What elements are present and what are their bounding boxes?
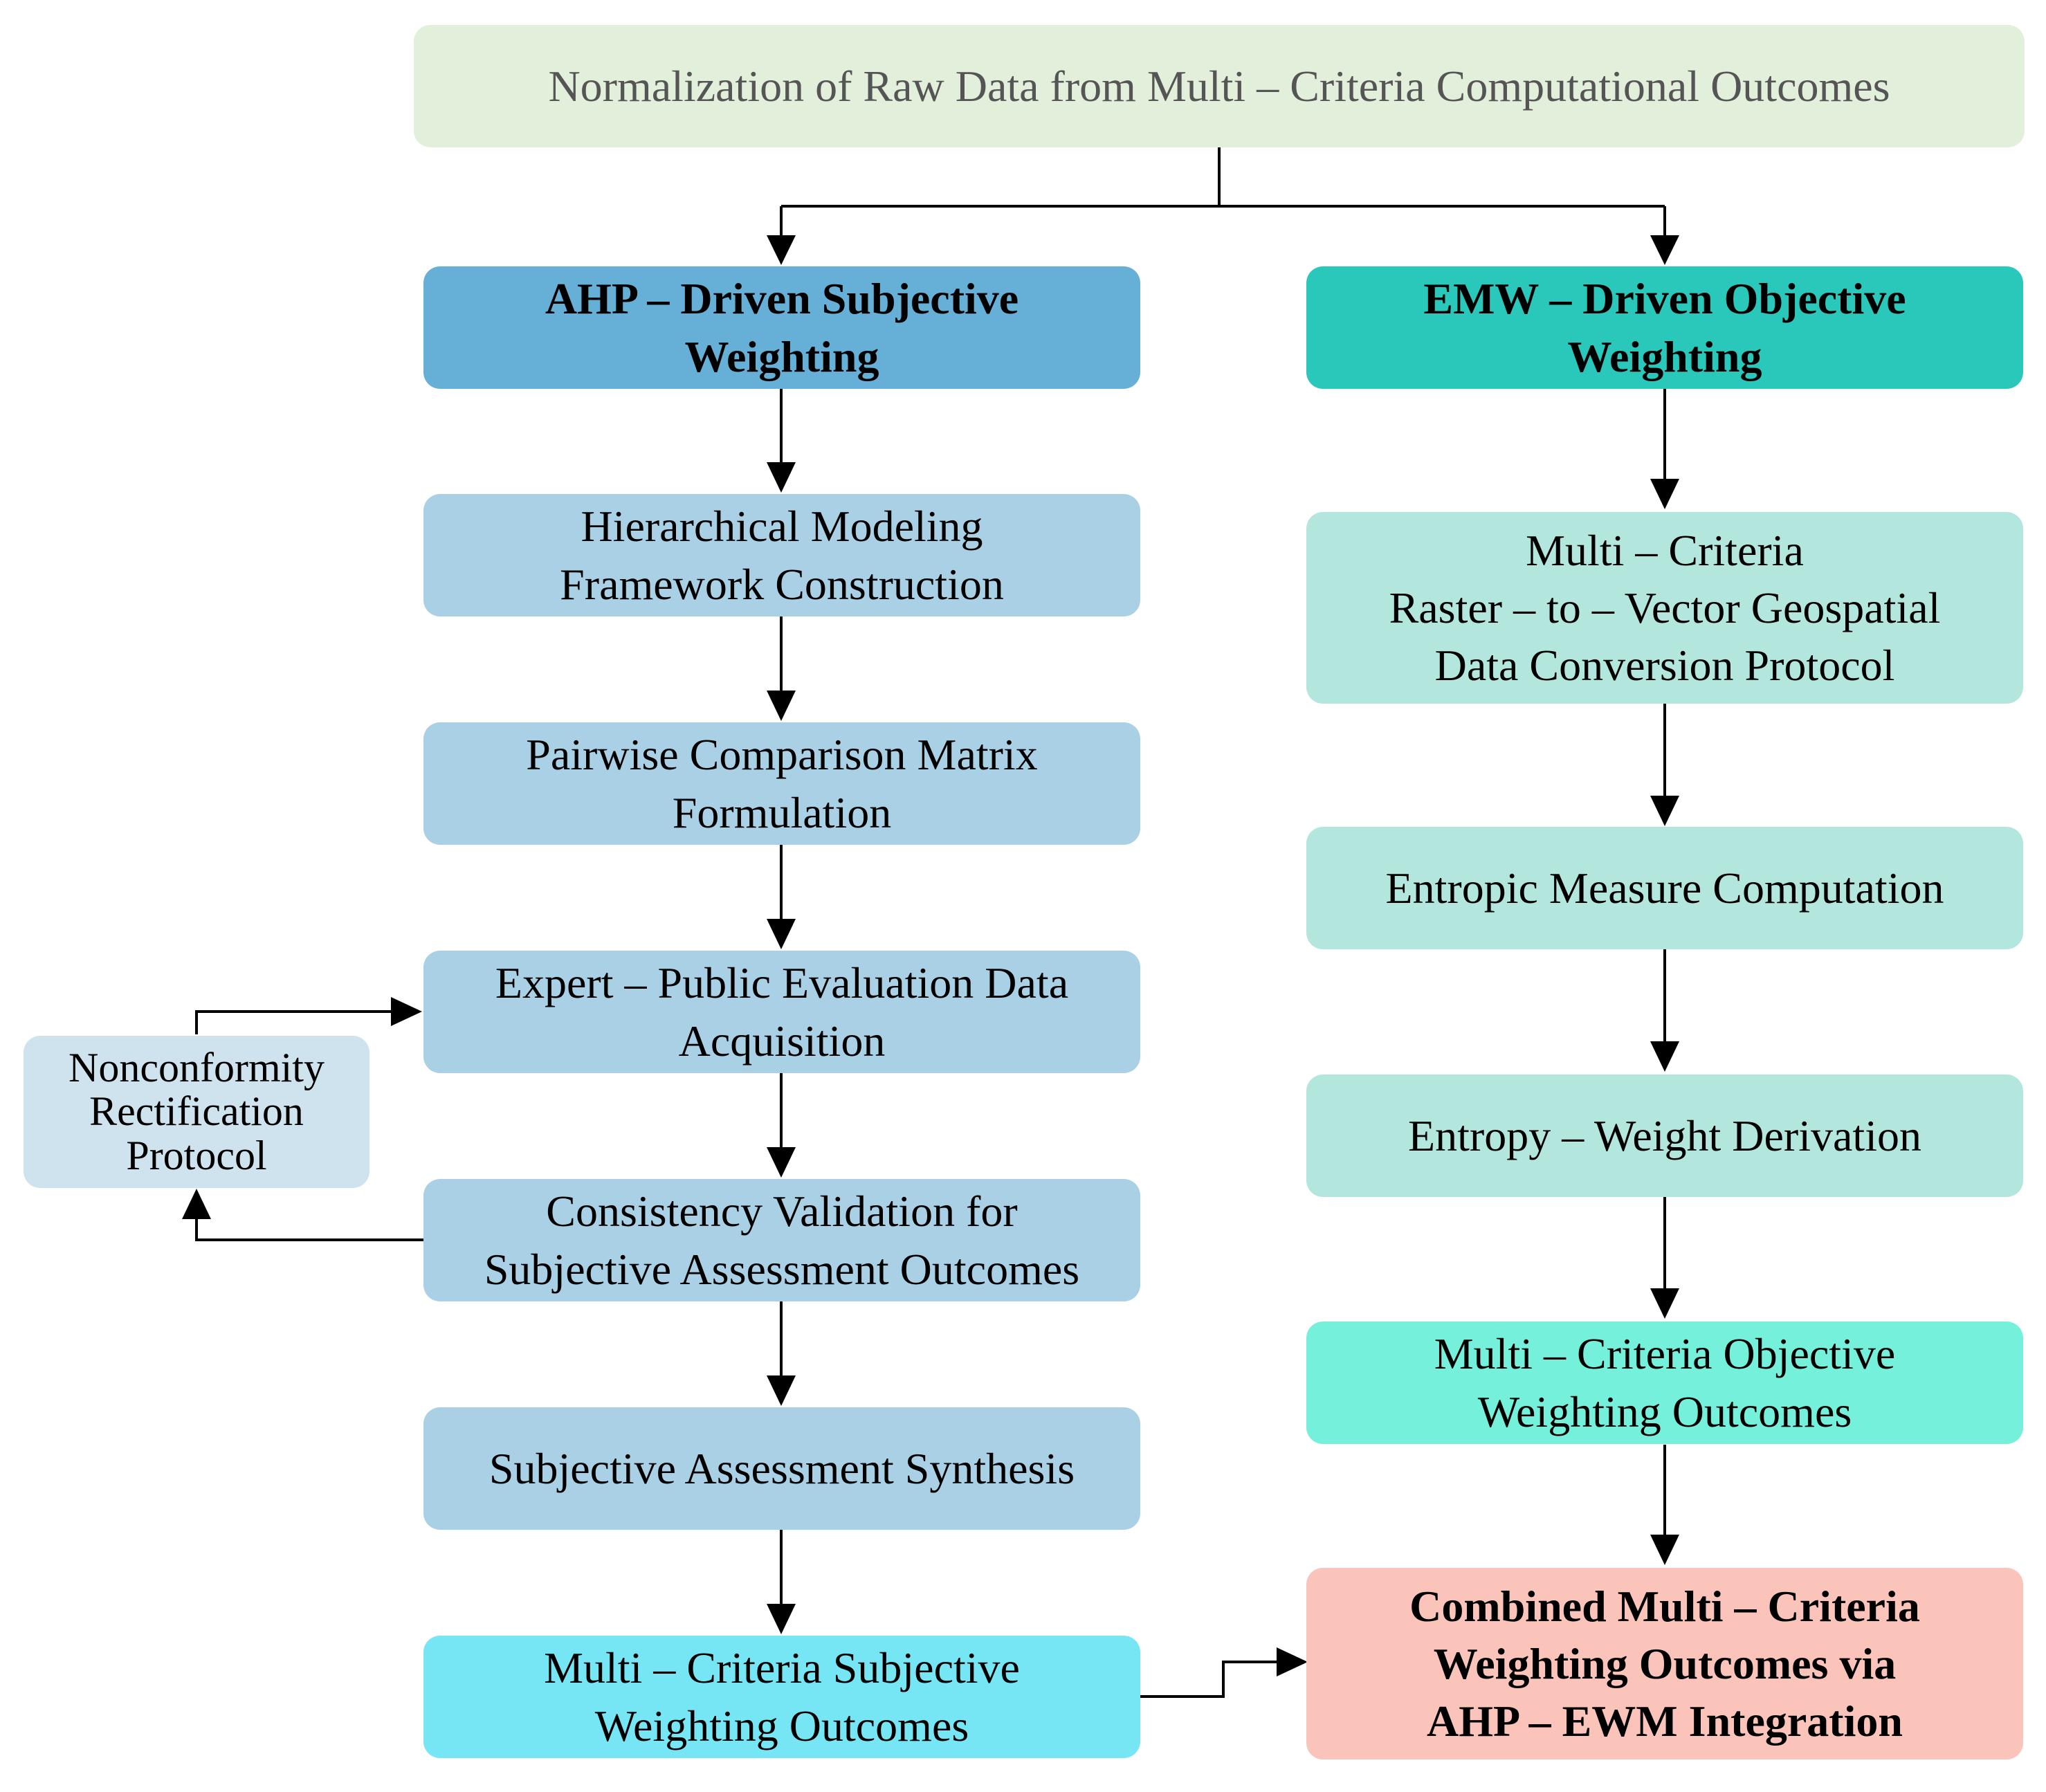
ahp-step-label: Subjective Assessment Synthesis [488,1443,1075,1493]
edge-ahp-result-to-combined [1140,1661,1287,1698]
ahp-step-consistency-validation: Consistency Validation for Subjective As… [423,1179,1140,1301]
ahp-step-hierarchical-modeling: Hierarchical Modeling Framework Construc… [423,494,1140,616]
normalization-label: Normalization of Raw Data from Multi – C… [548,61,1890,111]
arrowhead-to-nonconformity [182,1189,211,1219]
edge-nonconformity-to-expert [195,1010,401,1034]
arrowhead-ahp-3 [767,919,796,949]
arrowhead-emw-2 [1650,796,1679,826]
arrowhead-ahp-5 [767,1375,796,1406]
ahp-step-expert-public-evaluation: Expert – Public Evaluation Data Acquisit… [423,951,1140,1073]
arrowhead-top-to-ahp [767,235,796,265]
ahp-step-label: Pairwise Comparison Matrix Formulation [526,730,1038,837]
ahp-step-subjective-synthesis: Subjective Assessment Synthesis [423,1407,1140,1530]
emw-step-entropy-weight: Entropy – Weight Derivation [1306,1075,2023,1197]
emw-step-label: Entropy – Weight Derivation [1408,1110,1921,1160]
ahp-step-label: Consistency Validation for Subjective As… [484,1187,1080,1294]
nonconformity-box: Nonconformity Rectification Protocol [24,1036,369,1188]
ahp-result-box: Multi – Criteria Subjective Weighting Ou… [423,1636,1140,1758]
ahp-step-pairwise-comparison: Pairwise Comparison Matrix Formulation [423,722,1140,845]
ahp-result-label: Multi – Criteria Subjective Weighting Ou… [544,1643,1020,1750]
combined-result-box: Combined Multi – Criteria Weighting Outc… [1306,1568,2023,1759]
arrowhead-ahp-4 [767,1147,796,1178]
emw-step-label: Entropic Measure Computation [1385,863,1944,913]
normalization-box: Normalization of Raw Data from Multi – C… [414,25,2025,147]
combined-result-label: Combined Multi – Criteria Weighting Outc… [1409,1581,1920,1746]
emw-result-label: Multi – Criteria Objective Weighting Out… [1434,1329,1896,1436]
arrowhead-emw-4 [1650,1288,1679,1319]
emw-header-label: EMW – Driven Objective Weighting [1423,274,1906,381]
ahp-header-label: AHP – Driven Subjective Weighting [545,274,1019,381]
ahp-step-label: Hierarchical Modeling Framework Construc… [560,502,1004,609]
emw-step-entropic-measure: Entropic Measure Computation [1306,827,2023,949]
nonconformity-label: Nonconformity Rectification Protocol [68,1044,325,1178]
emw-step-label: Multi – Criteria Raster – to – Vector Ge… [1389,525,1941,691]
ahp-header-box: AHP – Driven Subjective Weighting [423,266,1140,389]
arrowhead-ahp-1 [767,462,796,493]
emw-step-raster-to-vector: Multi – Criteria Raster – to – Vector Ge… [1306,512,2023,704]
arrowhead-ahp-2 [767,691,796,721]
arrowhead-emw-3 [1650,1041,1679,1072]
arrowhead-to-expert [391,997,422,1026]
emw-header-box: EMW – Driven Objective Weighting [1306,266,2023,389]
arrowhead-emw-5 [1650,1535,1679,1565]
emw-result-box: Multi – Criteria Objective Weighting Out… [1306,1322,2023,1444]
ahp-step-label: Expert – Public Evaluation Data Acquisit… [495,958,1069,1066]
arrowhead-top-to-emw [1650,235,1679,265]
arrowhead-to-combined [1277,1647,1308,1676]
arrowhead-emw-1 [1650,479,1679,509]
arrowhead-ahp-6 [767,1604,796,1634]
edge-consistency-to-nonconformity [195,1204,423,1241]
